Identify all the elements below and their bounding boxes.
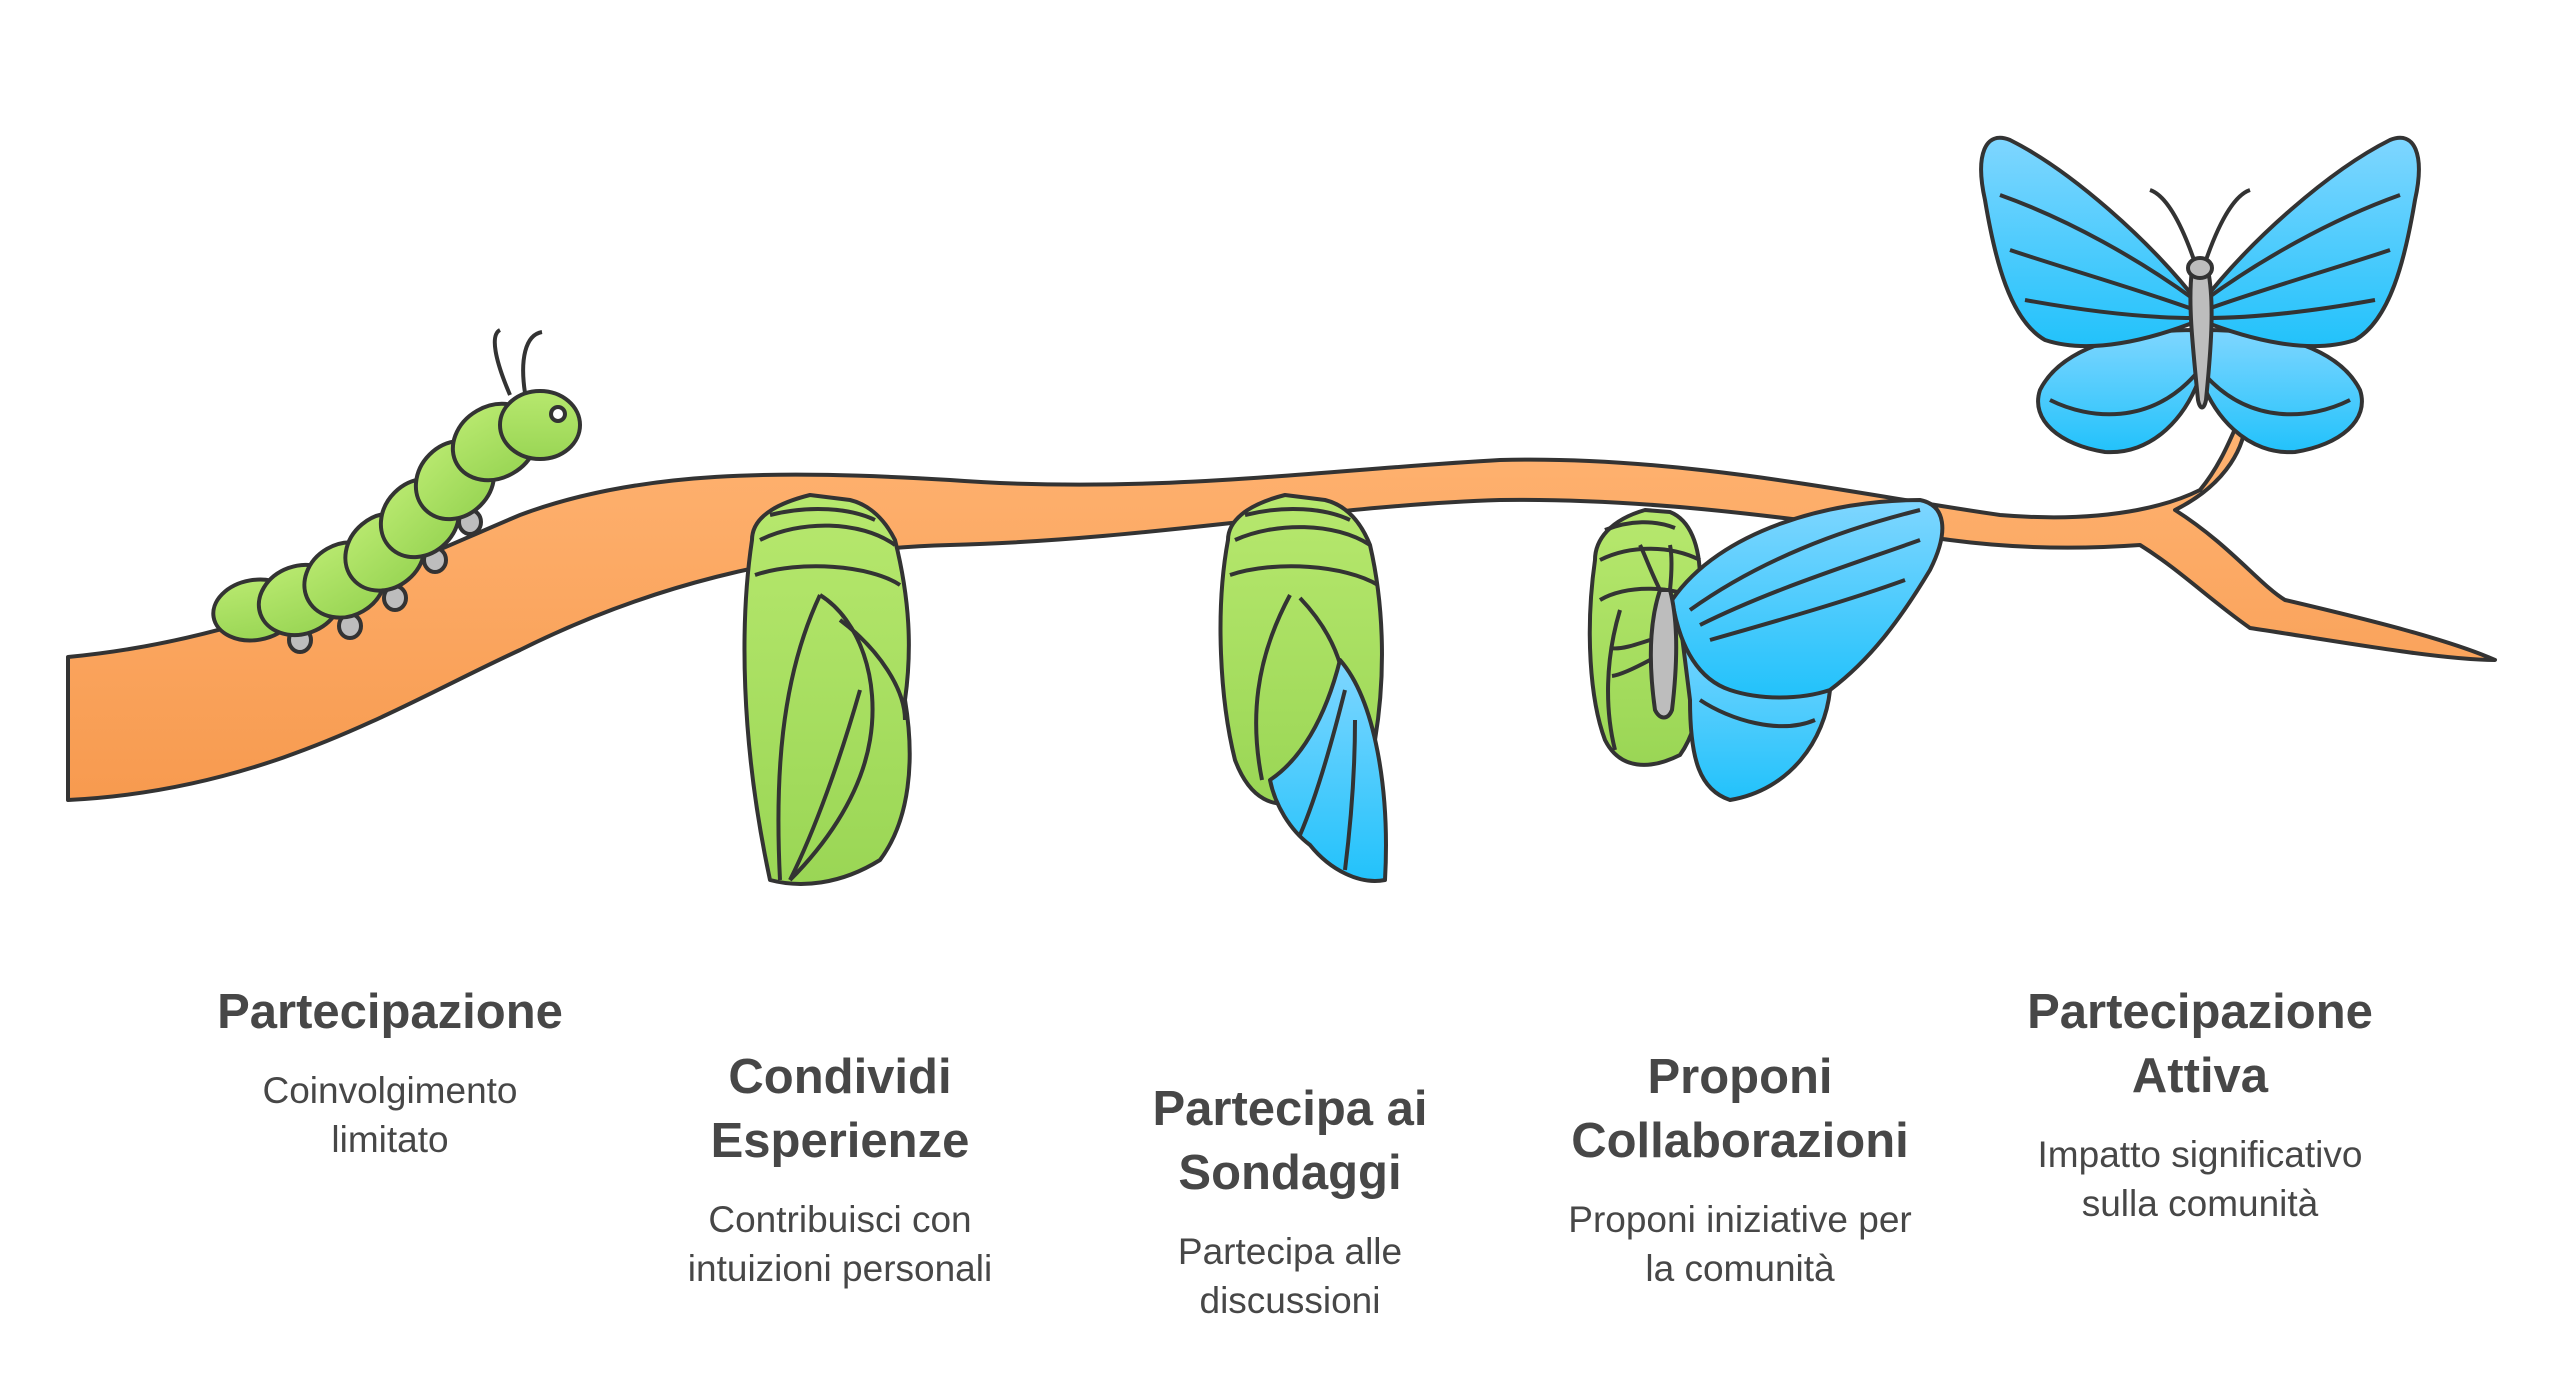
stage-description: Coinvolgimento limitato	[160, 1066, 620, 1164]
stage-partecipazione-attiva: Partecipazione Attiva Impatto significat…	[1960, 980, 2440, 1228]
stage-desc-line: Partecipa alle	[1177, 1231, 1403, 1272]
stage-partecipa-ai-sondaggi: Partecipa ai Sondaggi Partecipa alle dis…	[1080, 1077, 1500, 1325]
stage-desc-line: Proponi iniziative per	[1568, 1199, 1912, 1240]
stage-title-line: Sondaggi	[1178, 1146, 1402, 1200]
stage-condividi-esperienze: Condividi Esperienze Contribuisci con in…	[620, 1045, 1060, 1293]
emerging-butterfly-icon	[1587, 498, 1945, 802]
stage-desc-line: la comunità	[1645, 1248, 1835, 1289]
stage-title-line: Proponi	[1647, 1050, 1833, 1104]
stage-desc-line: Coinvolgimento	[262, 1070, 518, 1111]
stage-title-line: Attiva	[2131, 1049, 2269, 1103]
stage-title-line: Condividi	[728, 1050, 952, 1104]
stage-desc-line: discussioni	[1199, 1280, 1381, 1321]
stage-proponi-collaborazioni: Proponi Collaborazioni Proponi iniziativ…	[1500, 1045, 1980, 1293]
stage-desc-line: intuizioni personali	[687, 1248, 993, 1289]
stage-desc-line: limitato	[331, 1119, 449, 1160]
butterfly-icon	[1979, 136, 2421, 455]
chrysalis-wing-icon	[1218, 493, 1388, 883]
stage-title-line: Esperienze	[710, 1114, 970, 1168]
stage-title: Partecipazione	[160, 980, 620, 1044]
chrysalis-icon	[742, 493, 912, 886]
stage-desc-line: Impatto significativo	[2037, 1134, 2363, 1175]
stage-title: Condividi Esperienze	[620, 1045, 1060, 1173]
stage-description: Contribuisci con intuizioni personali	[620, 1195, 1060, 1293]
stage-desc-line: sulla comunità	[2081, 1183, 2319, 1224]
stage-title: Partecipazione Attiva	[1960, 980, 2440, 1108]
stage-description: Impatto significativo sulla comunità	[1960, 1130, 2440, 1228]
stage-title: Proponi Collaborazioni	[1500, 1045, 1980, 1173]
stage-desc-line: Contribuisci con	[708, 1199, 972, 1240]
stage-title: Partecipa ai Sondaggi	[1080, 1077, 1500, 1205]
stage-partecipazione: Partecipazione Coinvolgimento limitato	[160, 980, 620, 1164]
stage-title-line: Collaborazioni	[1571, 1114, 1909, 1168]
stage-title-line: Partecipa ai	[1152, 1082, 1428, 1136]
stage-description: Proponi iniziative per la comunità	[1500, 1195, 1980, 1293]
stage-title-line: Partecipazione	[217, 985, 563, 1039]
stage-title-line: Partecipazione	[2027, 985, 2373, 1039]
stage-description: Partecipa alle discussioni	[1080, 1227, 1500, 1325]
caterpillar-icon	[211, 328, 582, 654]
